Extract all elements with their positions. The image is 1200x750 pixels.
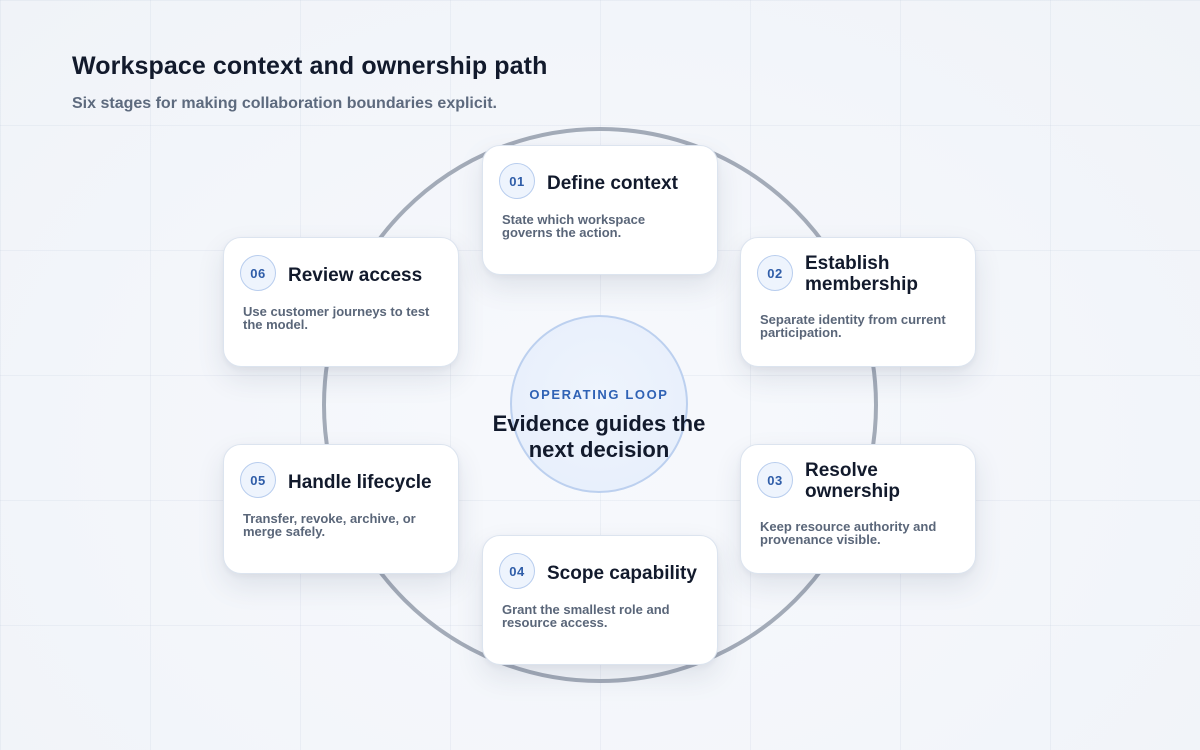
- stage-title: Scope capability: [547, 562, 697, 584]
- stage-description: Keep resource authority and provenance v…: [760, 519, 937, 547]
- stage-title: Resolve ownership: [805, 460, 901, 502]
- hub-eyebrow: OPERATING LOOP: [529, 387, 669, 402]
- stage-title: Handle lifecycle: [288, 471, 432, 493]
- stage-description: Use customer journeys to test the model.: [243, 304, 430, 332]
- stage-title: Establish membership: [805, 253, 918, 295]
- stage-title: Review access: [288, 264, 423, 286]
- stage-number-badge: 06: [240, 255, 276, 291]
- stage-card-define-context[interactable]: 01 Define context State which workspace …: [482, 145, 718, 275]
- page-title: Workspace context and ownership path: [72, 52, 548, 80]
- stage-title: Define context: [547, 172, 678, 194]
- hub-text: Evidence guides the next decision: [492, 411, 706, 462]
- stage-card-scope-capability[interactable]: 04 Scope capability Grant the smallest r…: [482, 535, 718, 665]
- stage-number-badge: 01: [499, 163, 535, 199]
- page-subtitle: Six stages for making collaboration boun…: [72, 95, 497, 112]
- stage-description: Grant the smallest role and resource acc…: [502, 602, 670, 630]
- stage-description: Separate identity from current participa…: [760, 312, 946, 340]
- stage-number-badge: 05: [240, 462, 276, 498]
- stage-number-badge: 02: [757, 255, 793, 291]
- stage-card-resolve-ownership[interactable]: 03 Resolve ownership Keep resource autho…: [740, 444, 976, 574]
- stage-card-establish-membership[interactable]: 02 Establish membership Separate identit…: [740, 237, 976, 367]
- stage-description: Transfer, revoke, archive, or merge safe…: [243, 511, 416, 539]
- stage-number-badge: 04: [499, 553, 535, 589]
- operating-loop-hub: OPERATING LOOP Evidence guides the next …: [493, 315, 705, 493]
- stage-card-review-access[interactable]: 06 Review access Use customer journeys t…: [223, 237, 459, 367]
- stage-card-handle-lifecycle[interactable]: 05 Handle lifecycle Transfer, revoke, ar…: [223, 444, 459, 574]
- stage-description: State which workspace governs the action…: [502, 212, 646, 240]
- stage-number-badge: 03: [757, 462, 793, 498]
